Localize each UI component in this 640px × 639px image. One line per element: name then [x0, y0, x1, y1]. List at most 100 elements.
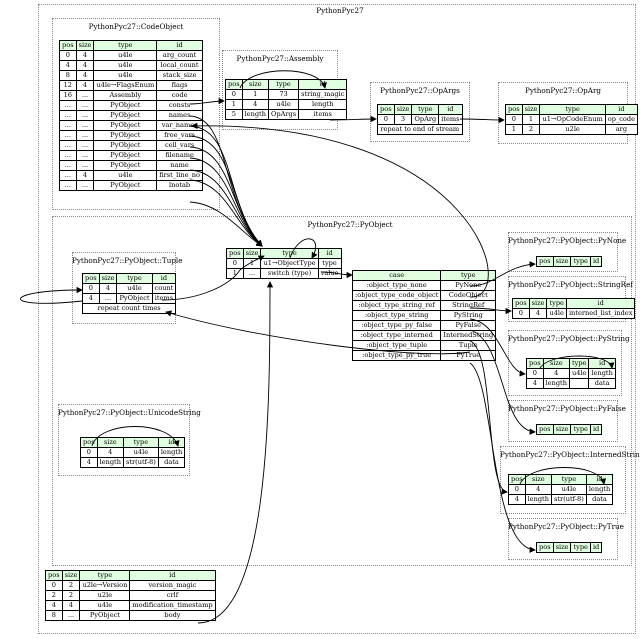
table-cell: body: [129, 610, 216, 621]
repeat-row: repeat to end of stream: [377, 124, 463, 135]
table-cell: value: [317, 268, 342, 279]
cluster-title-unicodestring: PythonPyc27::PyObject::UnicodeString: [58, 408, 201, 417]
cluster-pyobject: [52, 216, 632, 566]
table-cell: length: [241, 109, 269, 120]
edge-tuple-items: [161, 255, 265, 301]
cluster-title-assembly: PythonPyc27::Assembly: [236, 54, 324, 63]
cluster-title-stringref: PythonPyc27::PyObject::StringRef: [508, 280, 634, 289]
cluster-pystring: [508, 330, 622, 396]
header-cell: size: [552, 542, 572, 553]
cluster-title-oparg: PythonPyc27::OpArg: [524, 86, 601, 95]
edge-case-codeobject: [191, 122, 489, 298]
cluster-interned: [500, 446, 626, 514]
loop-pyobject: [289, 238, 318, 259]
edge-case-interned: [469, 340, 508, 495]
header-cell: id: [589, 256, 603, 267]
cluster-title-pyobject: PythonPyc27::PyObject: [307, 220, 393, 229]
edge-case-pynone: [469, 261, 536, 287]
edge-assembly-opargs: [329, 115, 377, 123]
cluster-title-codeobject: PythonPyc27::CodeObject: [88, 22, 184, 31]
cluster-title-opargs: PythonPyc27::OpArgs: [380, 86, 460, 95]
table-cell: items: [298, 109, 348, 120]
edge-body-pyobject: [197, 281, 274, 624]
loop-assembly: [239, 70, 327, 89]
header-cell: size: [552, 424, 572, 435]
edge-var-names: [189, 135, 263, 247]
table-cell: data: [588, 378, 616, 389]
edge-lnotab: [189, 201, 263, 247]
table-cell: data: [157, 457, 186, 468]
edge-case-pystring: [469, 318, 526, 377]
table-cell: PyObject: [93, 180, 158, 191]
table-cell: :object_type_py_true: [351, 350, 442, 361]
table-row: 1...switch (type)value: [226, 268, 342, 279]
repeat-cell: repeat count times: [81, 303, 177, 314]
loop-interned: [519, 467, 607, 485]
table-cell: length: [542, 378, 570, 389]
edge-code-assembly: [189, 97, 225, 105]
cluster-pythonpyc27: [38, 4, 636, 634]
table-cell: interned_list_index: [565, 308, 636, 319]
cluster-title-pynone: PythonPyc27::PyObject::PyNone: [508, 236, 627, 245]
header-cell: size: [552, 256, 572, 267]
cluster-title-pyfalse: PythonPyc27::PyObject::PyFalse: [508, 404, 626, 413]
cluster-pyfalse: [508, 400, 618, 442]
cluster-pynone: [508, 232, 618, 272]
cluster-title-pytrue: PythonPyc27::PyObject::PyTrue: [508, 522, 624, 531]
table-cell: switch (type): [260, 268, 319, 279]
repeat-cell: repeat to end of stream: [377, 124, 463, 135]
edge-case-tuple: [165, 310, 471, 355]
repeat-row: repeat count times: [81, 303, 177, 314]
cluster-title-pystring: PythonPyc27::PyObject::PyString: [508, 334, 630, 343]
header-cell: id: [589, 542, 603, 553]
cluster-title-pythonpyc27: PythonPyc27: [316, 6, 364, 15]
edge-name: [189, 179, 263, 247]
cluster-title-interned: PythonPyc27::PyObject::InternedString: [500, 450, 640, 459]
edge-case-pyfalse: [469, 329, 536, 435]
table-cell: length: [96, 457, 124, 468]
edge-value-switch: [321, 271, 353, 279]
edge-free-vars: [189, 146, 263, 247]
cluster-opargs: [370, 82, 470, 142]
loop-pystring: [539, 355, 615, 369]
cluster-codeobject: [52, 18, 220, 210]
cluster-pytrue: [508, 518, 618, 560]
header-cell: id: [589, 424, 603, 435]
table-cell: lnotab: [156, 180, 203, 191]
loop-unicodestring: [91, 426, 180, 447]
table-cell: PyTrue: [440, 350, 497, 361]
